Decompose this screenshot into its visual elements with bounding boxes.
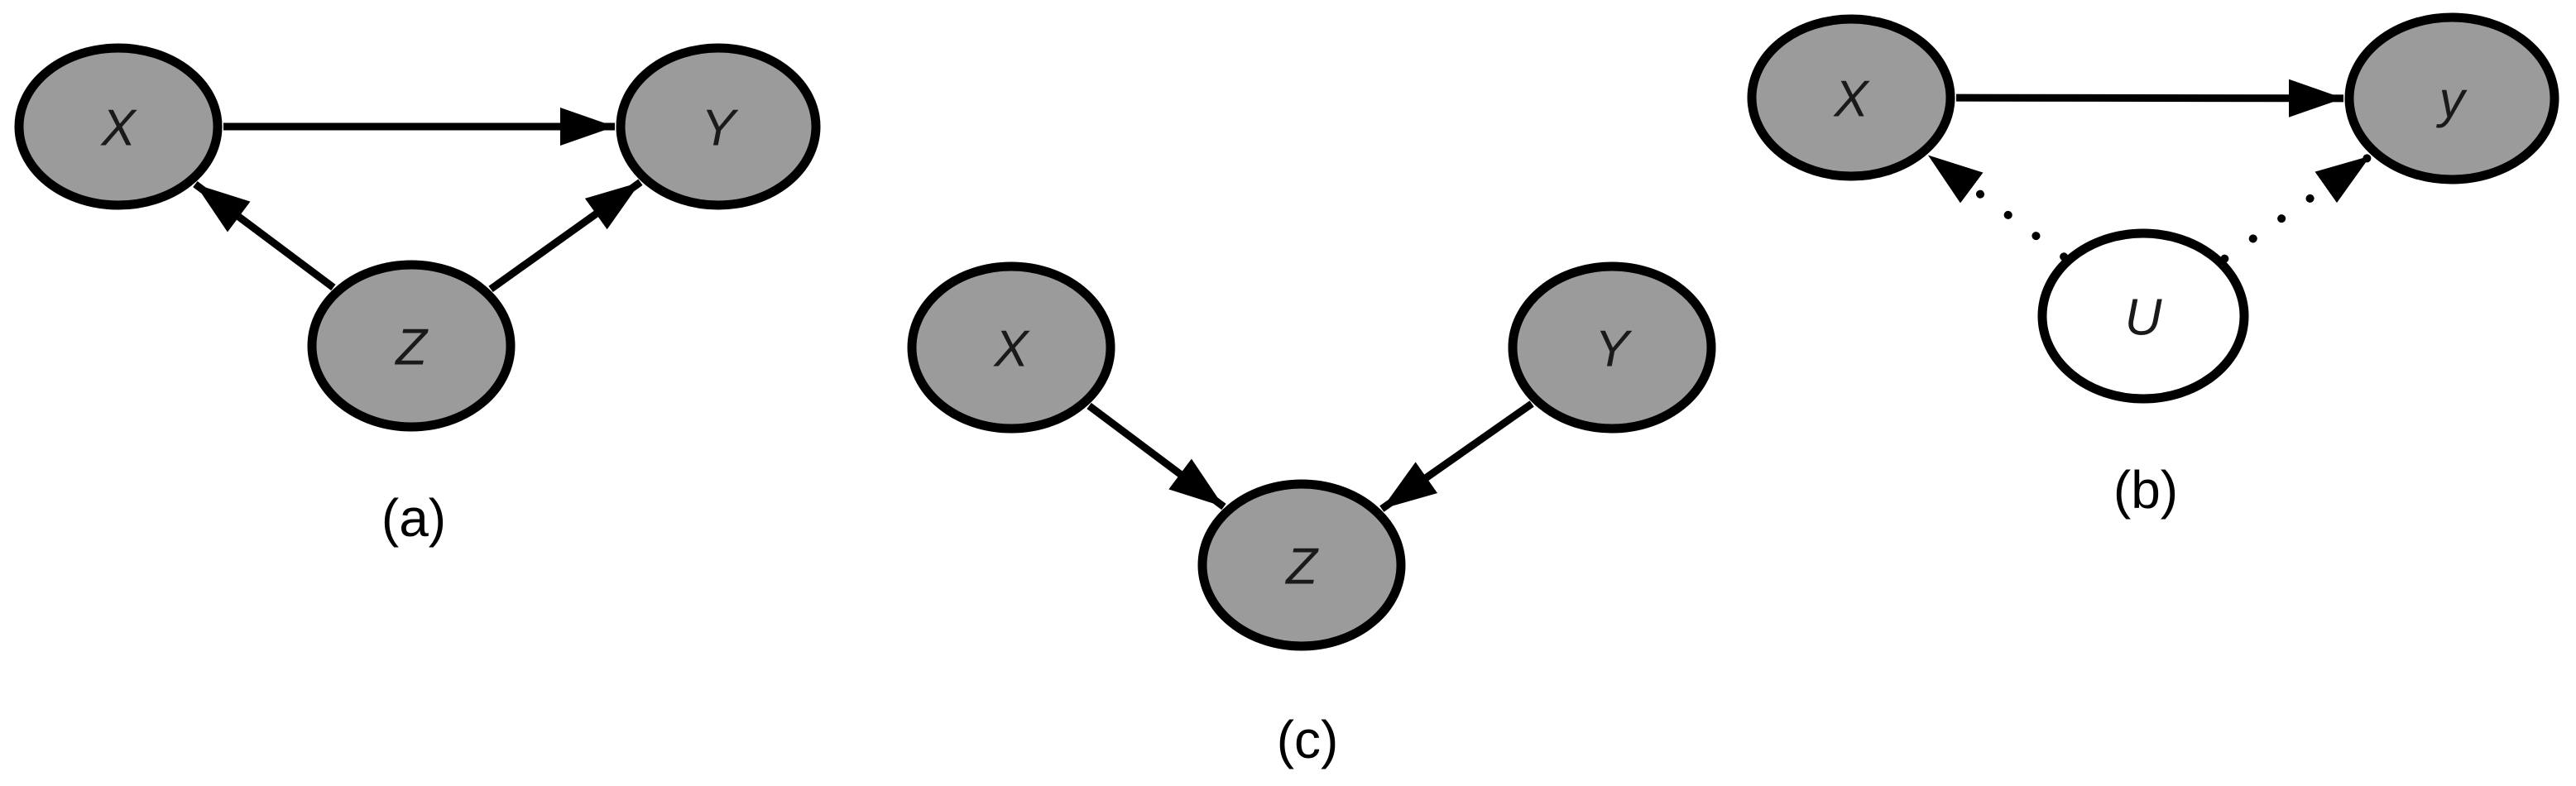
observed-node-ellipse (2344, 12, 2559, 185)
graph-node-c-X: X (907, 261, 1115, 434)
node-label: X (99, 99, 137, 156)
arrow-Z-to-Y (488, 179, 643, 293)
node-label: U (2125, 289, 2163, 346)
node-label: X (1832, 70, 1870, 127)
arrow-Y-to-Z (1379, 400, 1534, 512)
node-label: Y (701, 99, 739, 156)
observed-node-ellipse (1508, 261, 1716, 434)
panel-caption-c: (c) (1277, 710, 1339, 769)
observed-node-ellipse (616, 43, 821, 210)
panel-caption-a: (a) (381, 488, 446, 548)
graph-node-a-Z: Z (307, 260, 516, 432)
panel-a: X Y Z (a) (14, 43, 821, 548)
observed-node-ellipse (907, 261, 1115, 434)
graph-node-b-X: X (1747, 14, 1955, 181)
graph-node-a-X: X (14, 43, 223, 210)
dotted-arrow-U-to-X (1923, 151, 2069, 261)
graph-node-b-y: y (2344, 12, 2559, 185)
arrow-Z-to-X (193, 180, 336, 291)
observed-node-ellipse (1747, 14, 1955, 181)
graph-node-c-Y: Y (1508, 261, 1716, 434)
dotted-arrow-U-to-y (2220, 151, 2375, 263)
graph-node-b-U: U (2037, 228, 2249, 404)
node-label: Z (1284, 538, 1319, 595)
arrow-X-to-Z (1087, 402, 1226, 510)
observed-node-ellipse (14, 43, 223, 210)
graph-node-a-Y: Y (616, 43, 821, 210)
latent-node-ellipse (2037, 228, 2249, 404)
panel-caption-b: (b) (2113, 460, 2178, 520)
node-label: X (992, 320, 1030, 377)
panel-c: X Y Z (c) (907, 261, 1716, 769)
graph-node-c-Z: Z (1197, 479, 1406, 651)
observed-node-ellipse (307, 260, 516, 432)
node-label: Y (1595, 320, 1633, 377)
observed-node-ellipse (1197, 479, 1406, 651)
node-label: y (2436, 71, 2468, 128)
node-label: Z (394, 319, 429, 376)
